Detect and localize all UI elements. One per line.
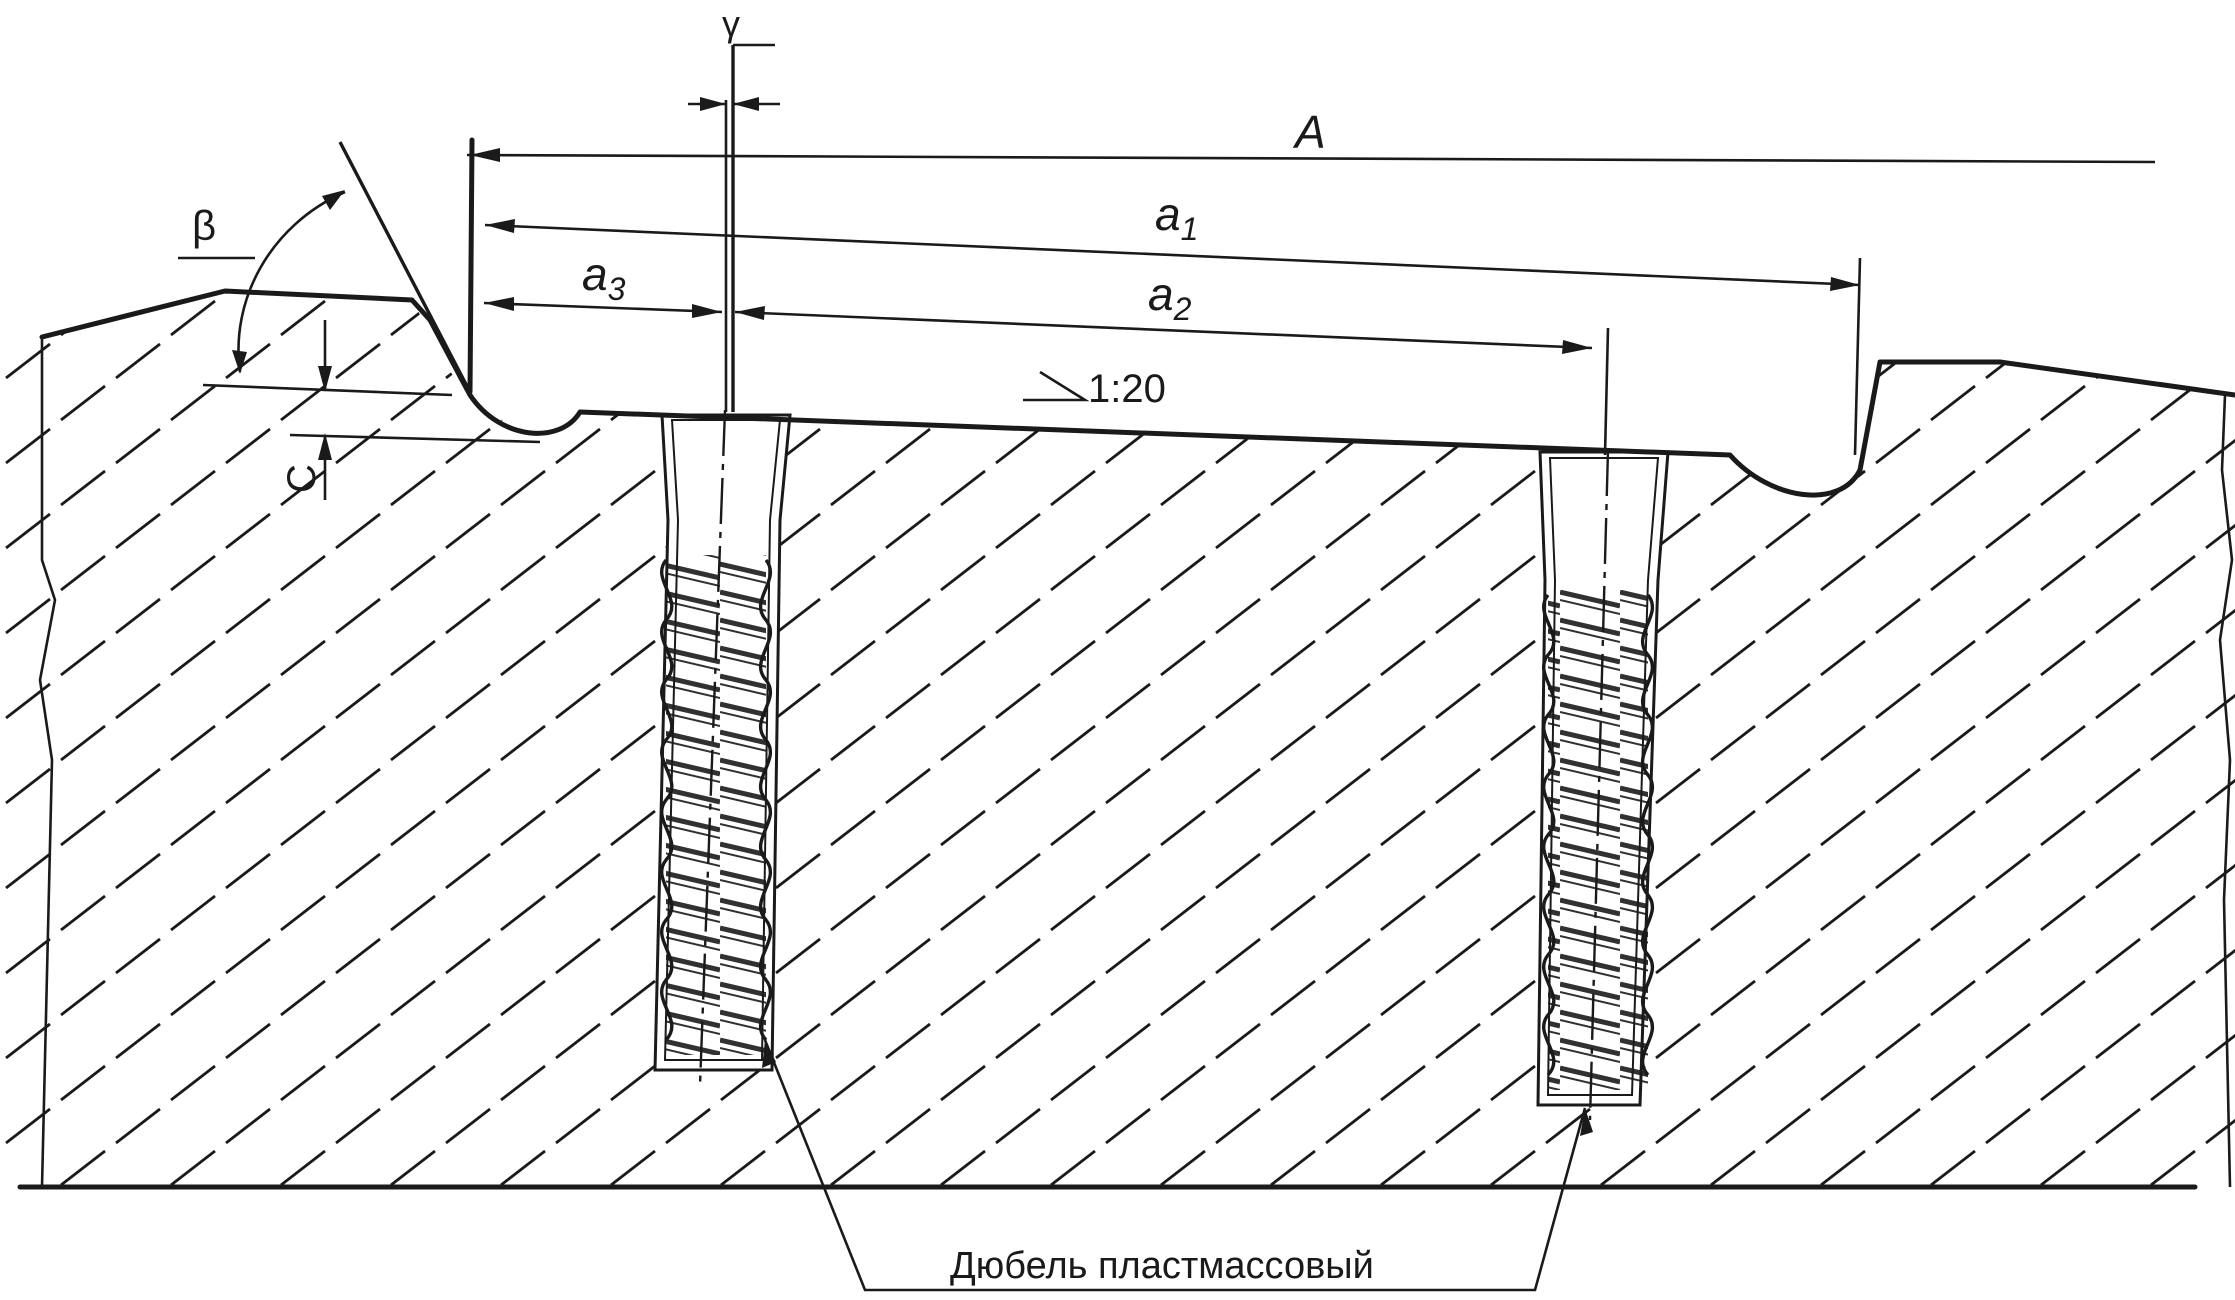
a1-ext-line bbox=[1853, 257, 1862, 456]
a2-ext-line bbox=[1603, 327, 1610, 456]
dim-a-line bbox=[466, 153, 2156, 164]
right-break-line bbox=[2218, 394, 2234, 1188]
dowel-right-axis bbox=[1588, 449, 1610, 1121]
surface-profile bbox=[39, 288, 2235, 498]
dowel-left-axis bbox=[698, 409, 727, 1086]
label-gamma: γ bbox=[722, 3, 740, 44]
dim-a2-line bbox=[734, 310, 1593, 350]
c-ext-lower bbox=[289, 433, 541, 444]
slope-symbol bbox=[1023, 370, 1090, 402]
dim-a3-line bbox=[483, 301, 723, 314]
left-break-line bbox=[38, 337, 57, 1188]
dim-a1-line bbox=[484, 223, 1861, 287]
beta-arc bbox=[237, 190, 346, 373]
callout-text: Дюбель пластмассовый bbox=[950, 1245, 1374, 1287]
label-slope: 1:20 bbox=[1088, 367, 1166, 411]
cabinet-edge-line bbox=[467, 137, 475, 395]
c-ext-upper bbox=[202, 383, 453, 397]
tool-edge-line bbox=[338, 141, 472, 393]
hatched-section bbox=[0, 291, 2235, 1187]
label-a1: a1 bbox=[1155, 188, 1198, 247]
label-A: A bbox=[1292, 106, 1326, 158]
label-beta: β bbox=[192, 202, 216, 249]
dowel-right bbox=[1536, 449, 1670, 1121]
callout-leader bbox=[763, 1039, 1587, 1292]
dowel-left bbox=[653, 409, 792, 1086]
label-a3: a3 bbox=[582, 248, 626, 307]
label-c: C bbox=[280, 464, 324, 493]
label-a2: a2 bbox=[1148, 268, 1192, 327]
